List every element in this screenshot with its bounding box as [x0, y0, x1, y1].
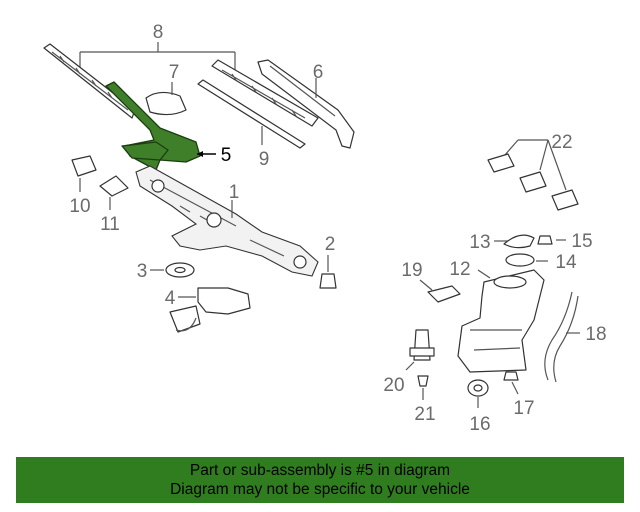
small-grommet[interactable] — [503, 371, 519, 395]
banner-line-1: Part or sub-assembly is #5 in diagram — [189, 462, 451, 479]
washer[interactable] — [150, 262, 195, 278]
callout-19: 19 — [401, 260, 422, 281]
mounting-bracket[interactable] — [71, 155, 97, 192]
callout-20: 20 — [383, 375, 404, 396]
reservoir-seal[interactable] — [467, 379, 489, 408]
callout-3: 3 — [137, 261, 148, 282]
connector[interactable] — [419, 279, 461, 303]
callout-18: 18 — [585, 324, 606, 345]
callout-16: 16 — [469, 414, 490, 435]
reservoir-cap[interactable] — [494, 234, 535, 249]
callout-13: 13 — [469, 232, 490, 253]
washer-pump[interactable] — [405, 329, 435, 371]
callout-10: 10 — [69, 196, 90, 217]
wiper-arm[interactable] — [257, 59, 355, 149]
callout-9: 9 — [259, 149, 270, 170]
callout-6: 6 — [313, 62, 324, 83]
clip[interactable] — [99, 175, 129, 210]
callout-2: 2 — [325, 234, 336, 255]
callout-12: 12 — [449, 259, 470, 280]
grommet[interactable] — [537, 235, 566, 245]
washer-nozzles[interactable] — [487, 139, 579, 211]
wiper-motor[interactable] — [169, 287, 251, 333]
callout-7: 7 — [169, 62, 180, 83]
callout-15: 15 — [571, 231, 592, 252]
washer-hose[interactable] — [544, 291, 580, 383]
callout-14: 14 — [555, 252, 577, 273]
pivot-nut[interactable] — [319, 255, 337, 289]
callout-11: 11 — [100, 214, 120, 235]
callout-4: 4 — [165, 288, 176, 309]
blade-refill[interactable] — [197, 79, 306, 149]
callout-8: 8 — [153, 22, 164, 43]
notice-banner: Part or sub-assembly is #5 in diagram Di… — [16, 457, 624, 503]
washer-reservoir[interactable] — [457, 269, 545, 373]
callout-1: 1 — [229, 182, 240, 203]
pump-grommet[interactable] — [417, 375, 429, 400]
callout-21: 21 — [414, 404, 435, 425]
seal-ring[interactable] — [505, 253, 548, 267]
wiper-arm-highlighted[interactable] — [105, 81, 216, 171]
wiper-linkage[interactable] — [135, 165, 319, 277]
parts-diagram: 8 9 6 7 5 10 11 — [43, 22, 607, 435]
banner-line-2: Diagram may not be specific to your vehi… — [170, 481, 470, 498]
cover-cap[interactable] — [145, 82, 187, 116]
callout-17: 17 — [513, 398, 534, 419]
callout-22: 22 — [551, 132, 572, 153]
callout-5: 5 — [221, 145, 232, 166]
